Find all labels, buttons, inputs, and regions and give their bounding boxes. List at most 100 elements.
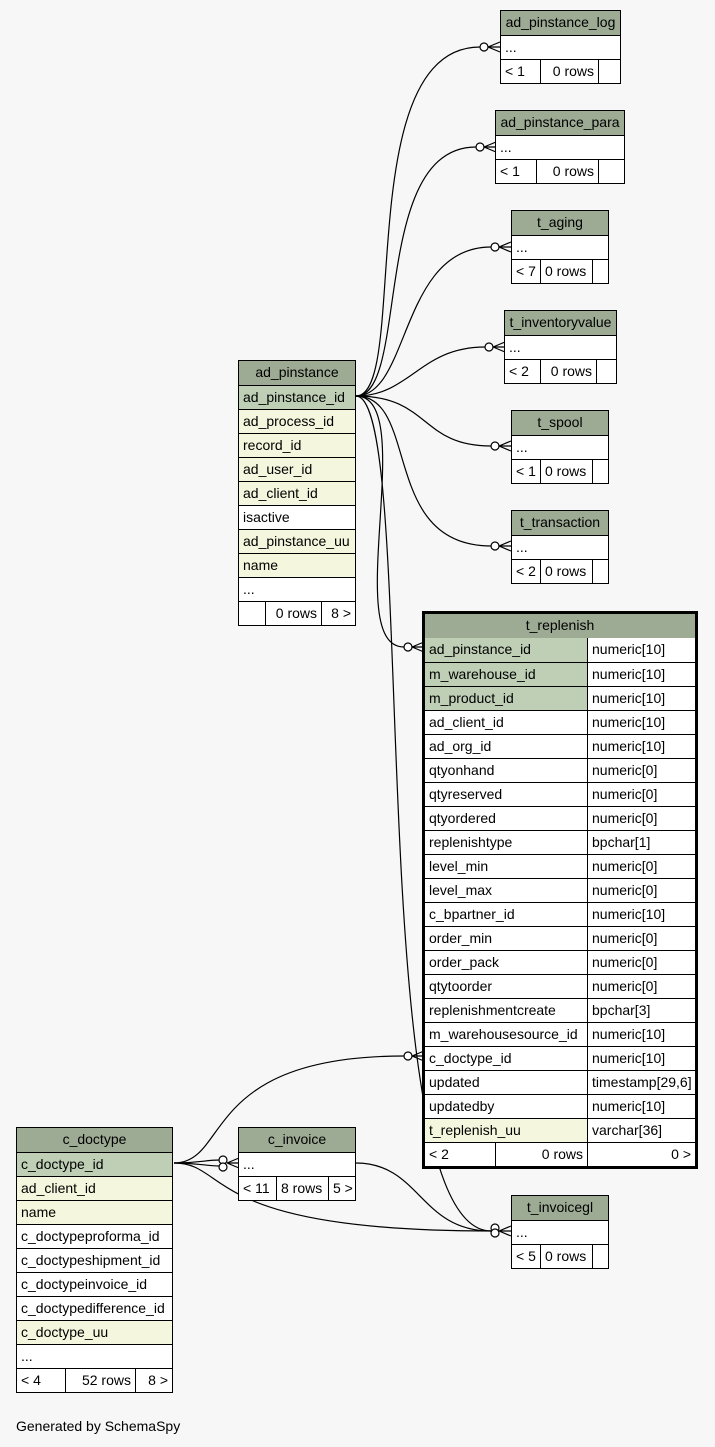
table-title[interactable]: c_doctype	[17, 1128, 172, 1152]
column-isactive: isactive	[239, 506, 355, 529]
parents-count: < 1	[512, 460, 540, 483]
row-count: 0 rows	[540, 1245, 592, 1268]
column-type-cell: numeric[0]	[587, 759, 695, 782]
table-t-invoicegl[interactable]: t_invoicegl ... < 5 0 rows	[511, 1195, 609, 1269]
edge-replenish	[355, 395, 405, 648]
column-ad-pinstance-uu: ad_pinstance_uu	[239, 530, 355, 553]
column-name-cell: updated	[425, 1071, 587, 1094]
column-type-cell: numeric[0]	[587, 783, 695, 806]
children-count: 8 >	[321, 602, 355, 625]
column-type-cell: varchar[36]	[587, 1119, 695, 1142]
column-type-cell: numeric[10]	[587, 903, 695, 926]
column-type-cell: numeric[10]	[587, 711, 695, 734]
column-type-cell: numeric[0]	[587, 855, 695, 878]
table-ad-pinstance-para[interactable]: ad_pinstance_para ... < 1 0 rows	[495, 110, 625, 184]
column-type-cell: numeric[0]	[587, 951, 695, 974]
column-name: name	[239, 554, 355, 577]
row-count: 0 rows	[540, 60, 598, 83]
table-t-spool[interactable]: t_spool ... < 1 0 rows	[511, 410, 609, 484]
parents-count: < 2	[512, 560, 540, 583]
column-name-cell: order_min	[425, 927, 587, 950]
children-count	[596, 360, 616, 383]
column-ad-client-id: ad_client_id	[239, 482, 355, 505]
parents-count: < 11	[239, 1177, 276, 1200]
table-c-invoice[interactable]: c_invoice ... < 11 8 rows 5 >	[238, 1127, 356, 1201]
column-ad-pinstance-id: ad_pinstance_id	[239, 386, 355, 409]
column-type-cell: bpchar[1]	[587, 831, 695, 854]
column-name-cell: ad_pinstance_id	[425, 638, 587, 662]
parents-count: < 2	[505, 360, 540, 383]
column-c-doctypedifference-id: c_doctypedifference_id	[17, 1297, 172, 1320]
row-count: 0 rows	[495, 1143, 587, 1166]
table-t-aging[interactable]: t_aging ... < 7 0 rows	[511, 210, 609, 284]
column-type-cell: numeric[10]	[587, 1047, 695, 1070]
column-c-doctypeshipment-id: c_doctypeshipment_id	[17, 1249, 172, 1272]
children-count: 5 >	[328, 1177, 355, 1200]
column-name-cell: updatedby	[425, 1095, 587, 1118]
column-placeholder: ...	[512, 1221, 608, 1244]
children-count	[598, 60, 620, 83]
column-type-cell: numeric[10]	[587, 663, 695, 686]
column-name-cell: level_min	[425, 855, 587, 878]
parents-count	[239, 602, 265, 625]
column-type-cell: numeric[0]	[587, 807, 695, 830]
table-title[interactable]: ad_pinstance	[239, 361, 355, 385]
column-name-cell: qtyordered	[425, 807, 587, 830]
parents-count: < 4	[17, 1369, 65, 1392]
table-t-inventoryvalue[interactable]: t_inventoryvalue ... < 2 0 rows	[504, 310, 617, 384]
table-ad-pinstance-log[interactable]: ad_pinstance_log ... < 1 0 rows	[500, 10, 621, 84]
column-placeholder: ...	[512, 536, 608, 559]
table-title[interactable]: c_invoice	[239, 1128, 355, 1152]
column-type-cell: numeric[10]	[587, 735, 695, 758]
parents-count: < 1	[501, 60, 540, 83]
table-title[interactable]: ad_pinstance_log	[501, 11, 620, 35]
column-record-id: record_id	[239, 434, 355, 457]
column-c-doctypeproforma-id: c_doctypeproforma_id	[17, 1225, 172, 1248]
column-type-cell: numeric[0]	[587, 927, 695, 950]
table-title[interactable]: t_aging	[512, 211, 608, 235]
table-title[interactable]: t_invoicegl	[512, 1196, 608, 1220]
table-c-doctype[interactable]: c_doctype c_doctype_id ad_client_id name…	[16, 1127, 173, 1393]
row-count: 52 rows	[65, 1369, 135, 1392]
column-name-cell: c_doctype_id	[425, 1047, 587, 1070]
edge-aging	[355, 246, 492, 397]
column-type-cell: numeric[10]	[587, 1095, 695, 1118]
edge-doctype-replenish	[173, 1055, 405, 1164]
table-t-transaction[interactable]: t_transaction ... < 2 0 rows	[511, 510, 609, 584]
row-count: 0 rows	[540, 360, 596, 383]
column-placeholder: ...	[505, 336, 616, 359]
children-count	[592, 460, 608, 483]
edge-transaction	[355, 395, 492, 547]
table-title[interactable]: ad_pinstance_para	[496, 111, 624, 135]
column-name-cell: level_max	[425, 879, 587, 902]
row-count: 0 rows	[540, 260, 592, 283]
column-placeholder: ...	[239, 578, 355, 601]
column-name-cell: replenishmentcreate	[425, 999, 587, 1022]
table-title[interactable]: t_inventoryvalue	[505, 311, 616, 335]
parents-count: < 5	[512, 1245, 540, 1268]
children-count: 8 >	[135, 1369, 172, 1392]
column-ad-client-id: ad_client_id	[17, 1177, 172, 1200]
table-title[interactable]: t_replenish	[425, 614, 695, 638]
row-count: 0 rows	[540, 460, 592, 483]
table-title[interactable]: t_spool	[512, 411, 608, 435]
table-title[interactable]: t_transaction	[512, 511, 608, 535]
column-c-doctypeinvoice-id: c_doctypeinvoice_id	[17, 1273, 172, 1296]
table-ad-pinstance[interactable]: ad_pinstance ad_pinstance_id ad_process_…	[238, 360, 356, 626]
edge-inventoryvalue	[355, 346, 486, 397]
children-count	[592, 1245, 608, 1268]
row-count: 0 rows	[536, 160, 598, 183]
